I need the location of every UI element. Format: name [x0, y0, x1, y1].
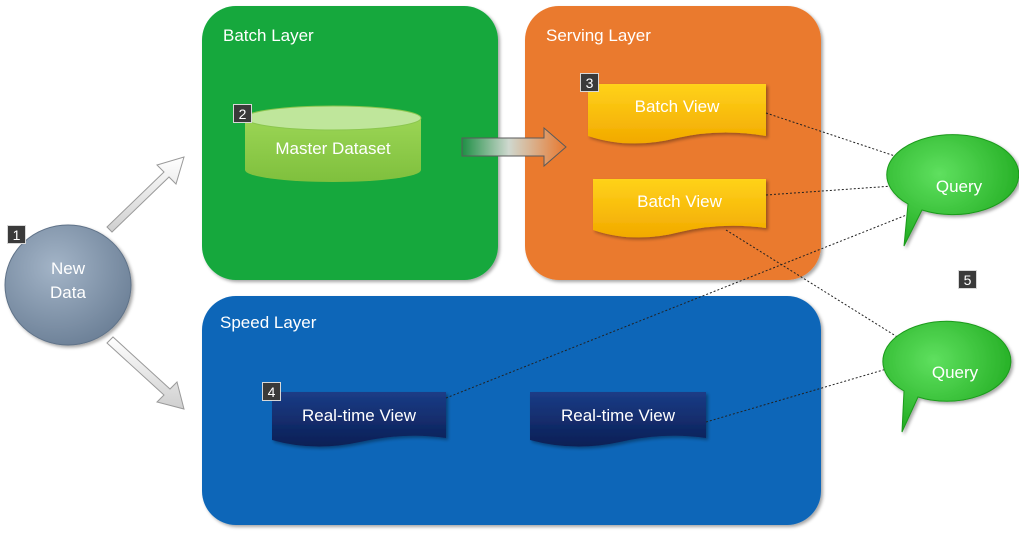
new-data-node	[4, 224, 132, 346]
connector-lines	[445, 112, 910, 423]
speed-layer-panel	[202, 296, 821, 525]
connector-batchview2-query2	[725, 229, 908, 344]
realtime-view-1-shape	[272, 392, 446, 447]
connector-batchview1-query1	[765, 112, 908, 161]
master-dataset-cylinder	[244, 105, 422, 182]
arrow-to-batch-layer	[106, 156, 185, 233]
connector-realtime1-query1	[445, 213, 910, 399]
arrow-batch-to-serving	[461, 126, 567, 168]
batch-view-1-shape	[588, 84, 766, 144]
query-1-bubble	[886, 134, 1019, 247]
realtime-view-2-shape	[530, 392, 706, 447]
serving-layer-panel	[525, 6, 821, 280]
query-2-bubble	[882, 320, 1012, 433]
connector-batchview2-query1	[765, 185, 894, 196]
arrow-to-speed-layer	[106, 336, 185, 410]
batch-view-2-shape	[593, 179, 766, 238]
